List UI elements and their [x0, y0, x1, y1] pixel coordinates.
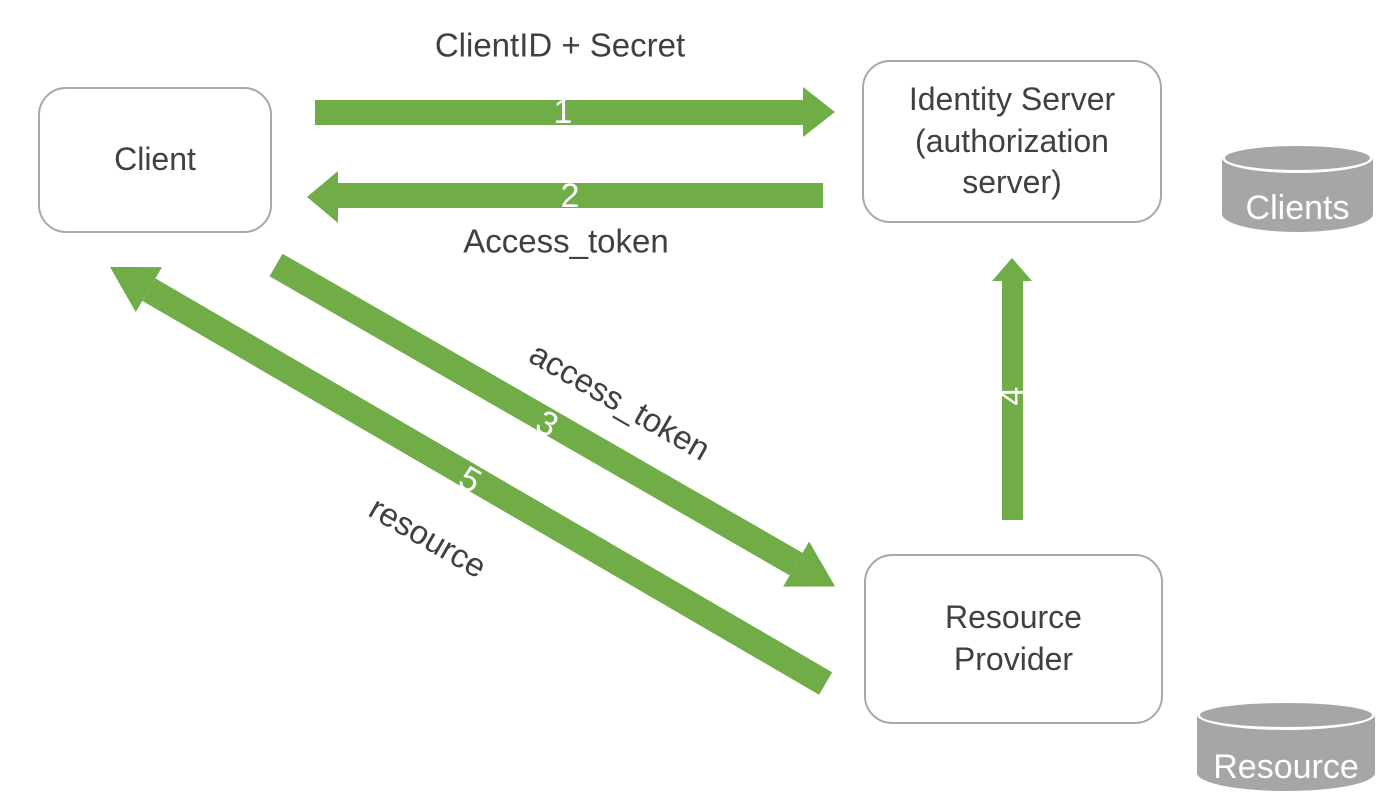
arrow-2-label: Access_token — [463, 222, 669, 260]
database-resource-label: Resource — [1213, 747, 1359, 786]
database-resource: Resource — [1197, 700, 1375, 791]
node-identity-server: Identity Server (authorization server) — [862, 60, 1162, 223]
arrow-2-number: 2 — [560, 177, 580, 215]
arrow-1-label: ClientID + Secret — [434, 26, 686, 64]
arrow-4-number: 4 — [993, 386, 1031, 406]
arrow-4-head-up-icon — [992, 258, 1032, 281]
arrow-5-shaft — [142, 278, 833, 695]
database-clients: Clients — [1222, 143, 1373, 232]
arrow-2-shaft — [338, 183, 823, 208]
arrow-1-number: 1 — [553, 93, 573, 131]
arrow-5-label: resource — [363, 488, 493, 586]
node-client-label: Client — [114, 141, 196, 178]
arrow-1-shaft — [315, 100, 803, 125]
database-cylinder-top-icon — [1197, 700, 1375, 730]
node-client: Client — [38, 87, 272, 233]
node-identity-server-label: Identity Server (authorization server) — [908, 81, 1116, 201]
arrow-3-label: access_token — [523, 334, 717, 468]
arrow-2-head-left-icon — [307, 171, 338, 223]
node-resource-provider-label: Resource Provider — [945, 599, 1082, 677]
database-cylinder-top-icon — [1222, 143, 1373, 173]
arrow-4-shaft — [1002, 281, 1023, 520]
database-clients-label: Clients — [1245, 188, 1350, 227]
arrow-1-head-right-icon — [803, 87, 835, 137]
node-resource-provider: Resource Provider — [864, 554, 1163, 724]
